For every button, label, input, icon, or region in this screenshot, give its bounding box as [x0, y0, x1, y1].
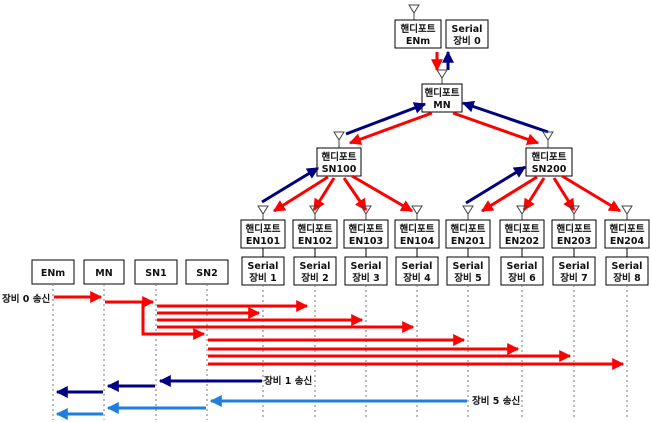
serial-2-line1: Serial — [300, 261, 331, 272]
arrow-sn200-to-en202 — [522, 177, 546, 212]
serial-device-0-line1: Serial — [452, 24, 483, 35]
en203-group: 핸디포트 EN203 Serial 장비 7 — [551, 205, 597, 286]
mn-node-line1: 핸디포트 — [425, 87, 460, 99]
en104-line1: 핸디포트 — [400, 223, 435, 235]
serial-8-line2: 장비 8 — [613, 272, 641, 284]
serial-3-line1: Serial — [351, 261, 382, 272]
enm-node-line2: ENm — [406, 36, 430, 47]
arrow-sn100-to-mn — [345, 102, 427, 136]
mn-node: 핸디포트 MN — [421, 69, 463, 113]
sn200-node-line1: 핸디포트 — [532, 151, 567, 163]
en103-line2: EN103 — [349, 236, 383, 247]
en101-line1: 핸디포트 — [246, 223, 281, 235]
svg-text:ENm: ENm — [41, 268, 65, 279]
timeline-header-sn1: SN1 — [134, 259, 178, 285]
en103-line1: 핸디포트 — [349, 223, 384, 235]
note-device0-send: 장비 0 송신 — [2, 293, 50, 305]
en201-line1: 핸디포트 — [451, 223, 486, 235]
serial-1-line2: 장비 1 — [249, 272, 276, 284]
arrow-mn-to-sn100 — [348, 111, 433, 145]
serial-3-line2: 장비 3 — [352, 272, 379, 284]
en202-line2: EN202 — [505, 236, 539, 247]
arrow-sn100-to-en104 — [351, 174, 414, 213]
en201-line2: EN201 — [451, 236, 485, 247]
arrow-sn200-to-en204 — [561, 174, 622, 213]
arrow-sn200-to-en201 — [480, 175, 538, 213]
en201-group: 핸디포트 EN201 Serial 장비 5 — [445, 205, 491, 286]
svg-text:SN1: SN1 — [145, 268, 166, 279]
serial-4-line1: Serial — [402, 261, 433, 272]
sn100-node-line1: 핸디포트 — [322, 151, 357, 163]
serial-6-line1: Serial — [507, 261, 538, 272]
seq-device0-red — [54, 291, 625, 370]
arrow-sn100-to-en101 — [272, 175, 329, 213]
en202-group: 핸디포트 EN202 Serial 장비 6 — [499, 205, 545, 286]
enm-node-line1: 핸디포트 — [401, 23, 436, 35]
mn-node-line2: MN — [433, 100, 450, 111]
en102-group: 핸디포트 EN102 Serial 장비 2 — [292, 205, 338, 286]
serial-6-line2: 장비 6 — [508, 272, 536, 284]
timeline-header-enm: ENm — [31, 259, 75, 285]
svg-text:SN2: SN2 — [196, 268, 217, 279]
en202-line1: 핸디포트 — [505, 223, 540, 235]
en104-line2: EN104 — [400, 236, 435, 247]
arrow-sn100-to-en103 — [342, 177, 368, 211]
en204-line2: EN204 — [610, 236, 645, 247]
sn100-node-line2: SN100 — [322, 164, 357, 175]
sn200-node: 핸디포트 SN200 — [525, 131, 573, 177]
enm-node: 핸디포트 ENm — [394, 4, 442, 49]
serial-7-line2: 장비 7 — [560, 272, 587, 284]
en204-line1: 핸디포트 — [610, 223, 645, 235]
en204-group: 핸디포트 EN204 Serial 장비 8 — [604, 205, 650, 286]
en203-line2: EN203 — [557, 236, 591, 247]
en101-group: 핸디포트 EN101 Serial 장비 1 — [240, 205, 286, 286]
timeline-header-mn: MN — [83, 259, 125, 285]
serial-device-0: Serial 장비 0 — [445, 19, 489, 49]
arrow-en201-to-sn200 — [465, 165, 527, 205]
serial-4-line2: 장비 4 — [403, 272, 431, 284]
serial-5-line2: 장비 5 — [454, 272, 481, 284]
serial-device-0-line2: 장비 0 — [453, 35, 481, 47]
note-device1-send: 장비 1 송신 — [264, 375, 312, 387]
en102-line2: EN102 — [298, 236, 332, 247]
arrow-en101-to-sn100 — [261, 166, 320, 204]
serial-2-line2: 장비 2 — [301, 272, 328, 284]
arrow-sn200-to-mn — [461, 100, 549, 134]
serial-8-line1: Serial — [612, 261, 643, 272]
serial-1-line1: Serial — [248, 261, 279, 272]
en101-line2: EN101 — [246, 236, 280, 247]
sn100-node: 핸디포트 SN100 — [316, 131, 362, 177]
en203-line1: 핸디포트 — [557, 223, 592, 235]
serial-7-line1: Serial — [559, 261, 590, 272]
svg-text:MN: MN — [95, 268, 112, 279]
arrow-mn-to-sn200 — [452, 111, 540, 146]
timeline-header-sn2: SN2 — [185, 259, 229, 285]
en102-line1: 핸디포트 — [298, 223, 333, 235]
serial-5-line1: Serial — [453, 261, 484, 272]
seq-device1-navy — [55, 375, 262, 398]
note-device5-send: 장비 5 송신 — [472, 395, 520, 407]
seq-device5-blue — [55, 395, 467, 420]
arrow-sn100-to-en102 — [312, 177, 336, 212]
en104-group: 핸디포트 EN104 Serial 장비 4 — [394, 205, 440, 286]
sn200-node-line2: SN200 — [532, 164, 567, 175]
arrow-sn200-to-en203 — [552, 177, 576, 212]
en103-group: 핸디포트 EN103 Serial 장비 3 — [343, 205, 389, 286]
